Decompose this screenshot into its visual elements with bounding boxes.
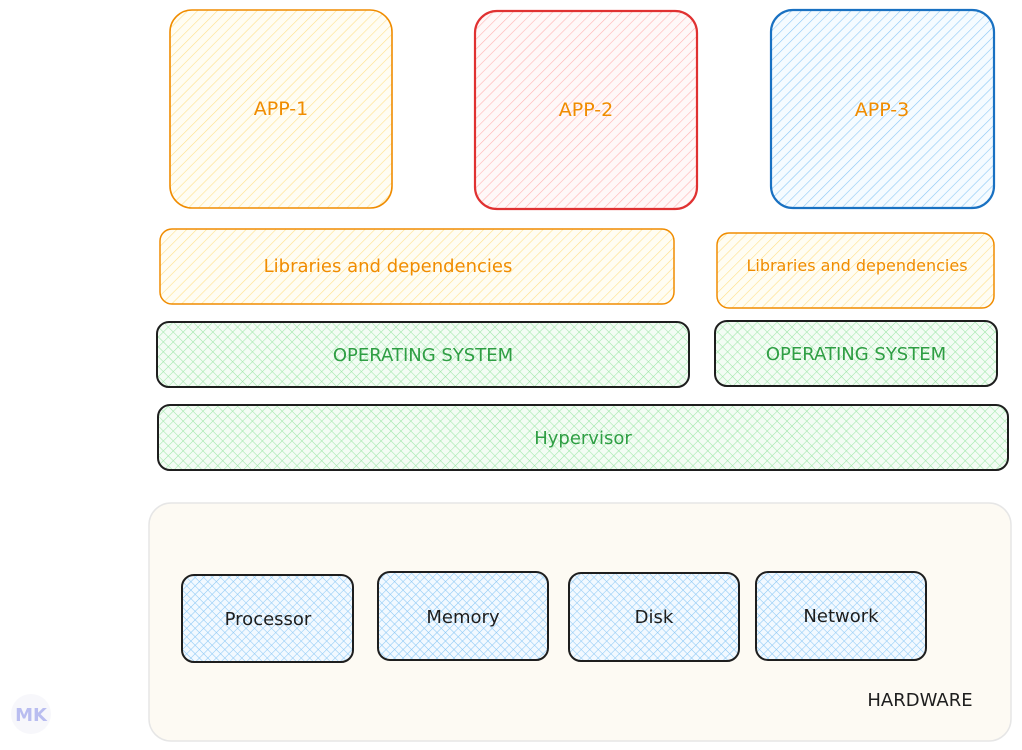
processor-box: Processor bbox=[181, 574, 354, 663]
libraries-label-1: Libraries and dependencies bbox=[264, 256, 513, 277]
app-1-box: APP-1 bbox=[169, 9, 393, 209]
disk-label: Disk bbox=[635, 607, 674, 628]
os-box-2: OPERATING SYSTEM bbox=[714, 320, 998, 387]
app-1-label: APP-1 bbox=[254, 98, 308, 120]
app-3-box: APP-3 bbox=[769, 8, 996, 210]
libraries-box-1: Libraries and dependencies bbox=[159, 228, 675, 305]
app-2-box: APP-2 bbox=[473, 9, 699, 211]
hardware-label: HARDWARE bbox=[867, 690, 972, 711]
network-label: Network bbox=[803, 606, 879, 627]
libraries-box-2: Libraries and dependencies bbox=[716, 232, 995, 309]
processor-label: Processor bbox=[225, 609, 312, 630]
memory-box: Memory bbox=[377, 571, 549, 661]
hypervisor-label: Hypervisor bbox=[534, 428, 632, 449]
libraries-label-2: Libraries and dependencies bbox=[746, 256, 967, 275]
os-label-2: OPERATING SYSTEM bbox=[766, 344, 946, 365]
mk-logo-text: MK bbox=[15, 705, 48, 726]
app-3-label: APP-3 bbox=[855, 99, 909, 121]
disk-box: Disk bbox=[568, 572, 740, 662]
network-box: Network bbox=[755, 571, 927, 661]
memory-label: Memory bbox=[426, 607, 500, 628]
os-label-1: OPERATING SYSTEM bbox=[333, 345, 513, 366]
os-box-1: OPERATING SYSTEM bbox=[156, 321, 690, 388]
app-2-label: APP-2 bbox=[559, 99, 613, 121]
hypervisor-box: Hypervisor bbox=[157, 404, 1009, 471]
mk-logo: MK bbox=[11, 694, 51, 734]
